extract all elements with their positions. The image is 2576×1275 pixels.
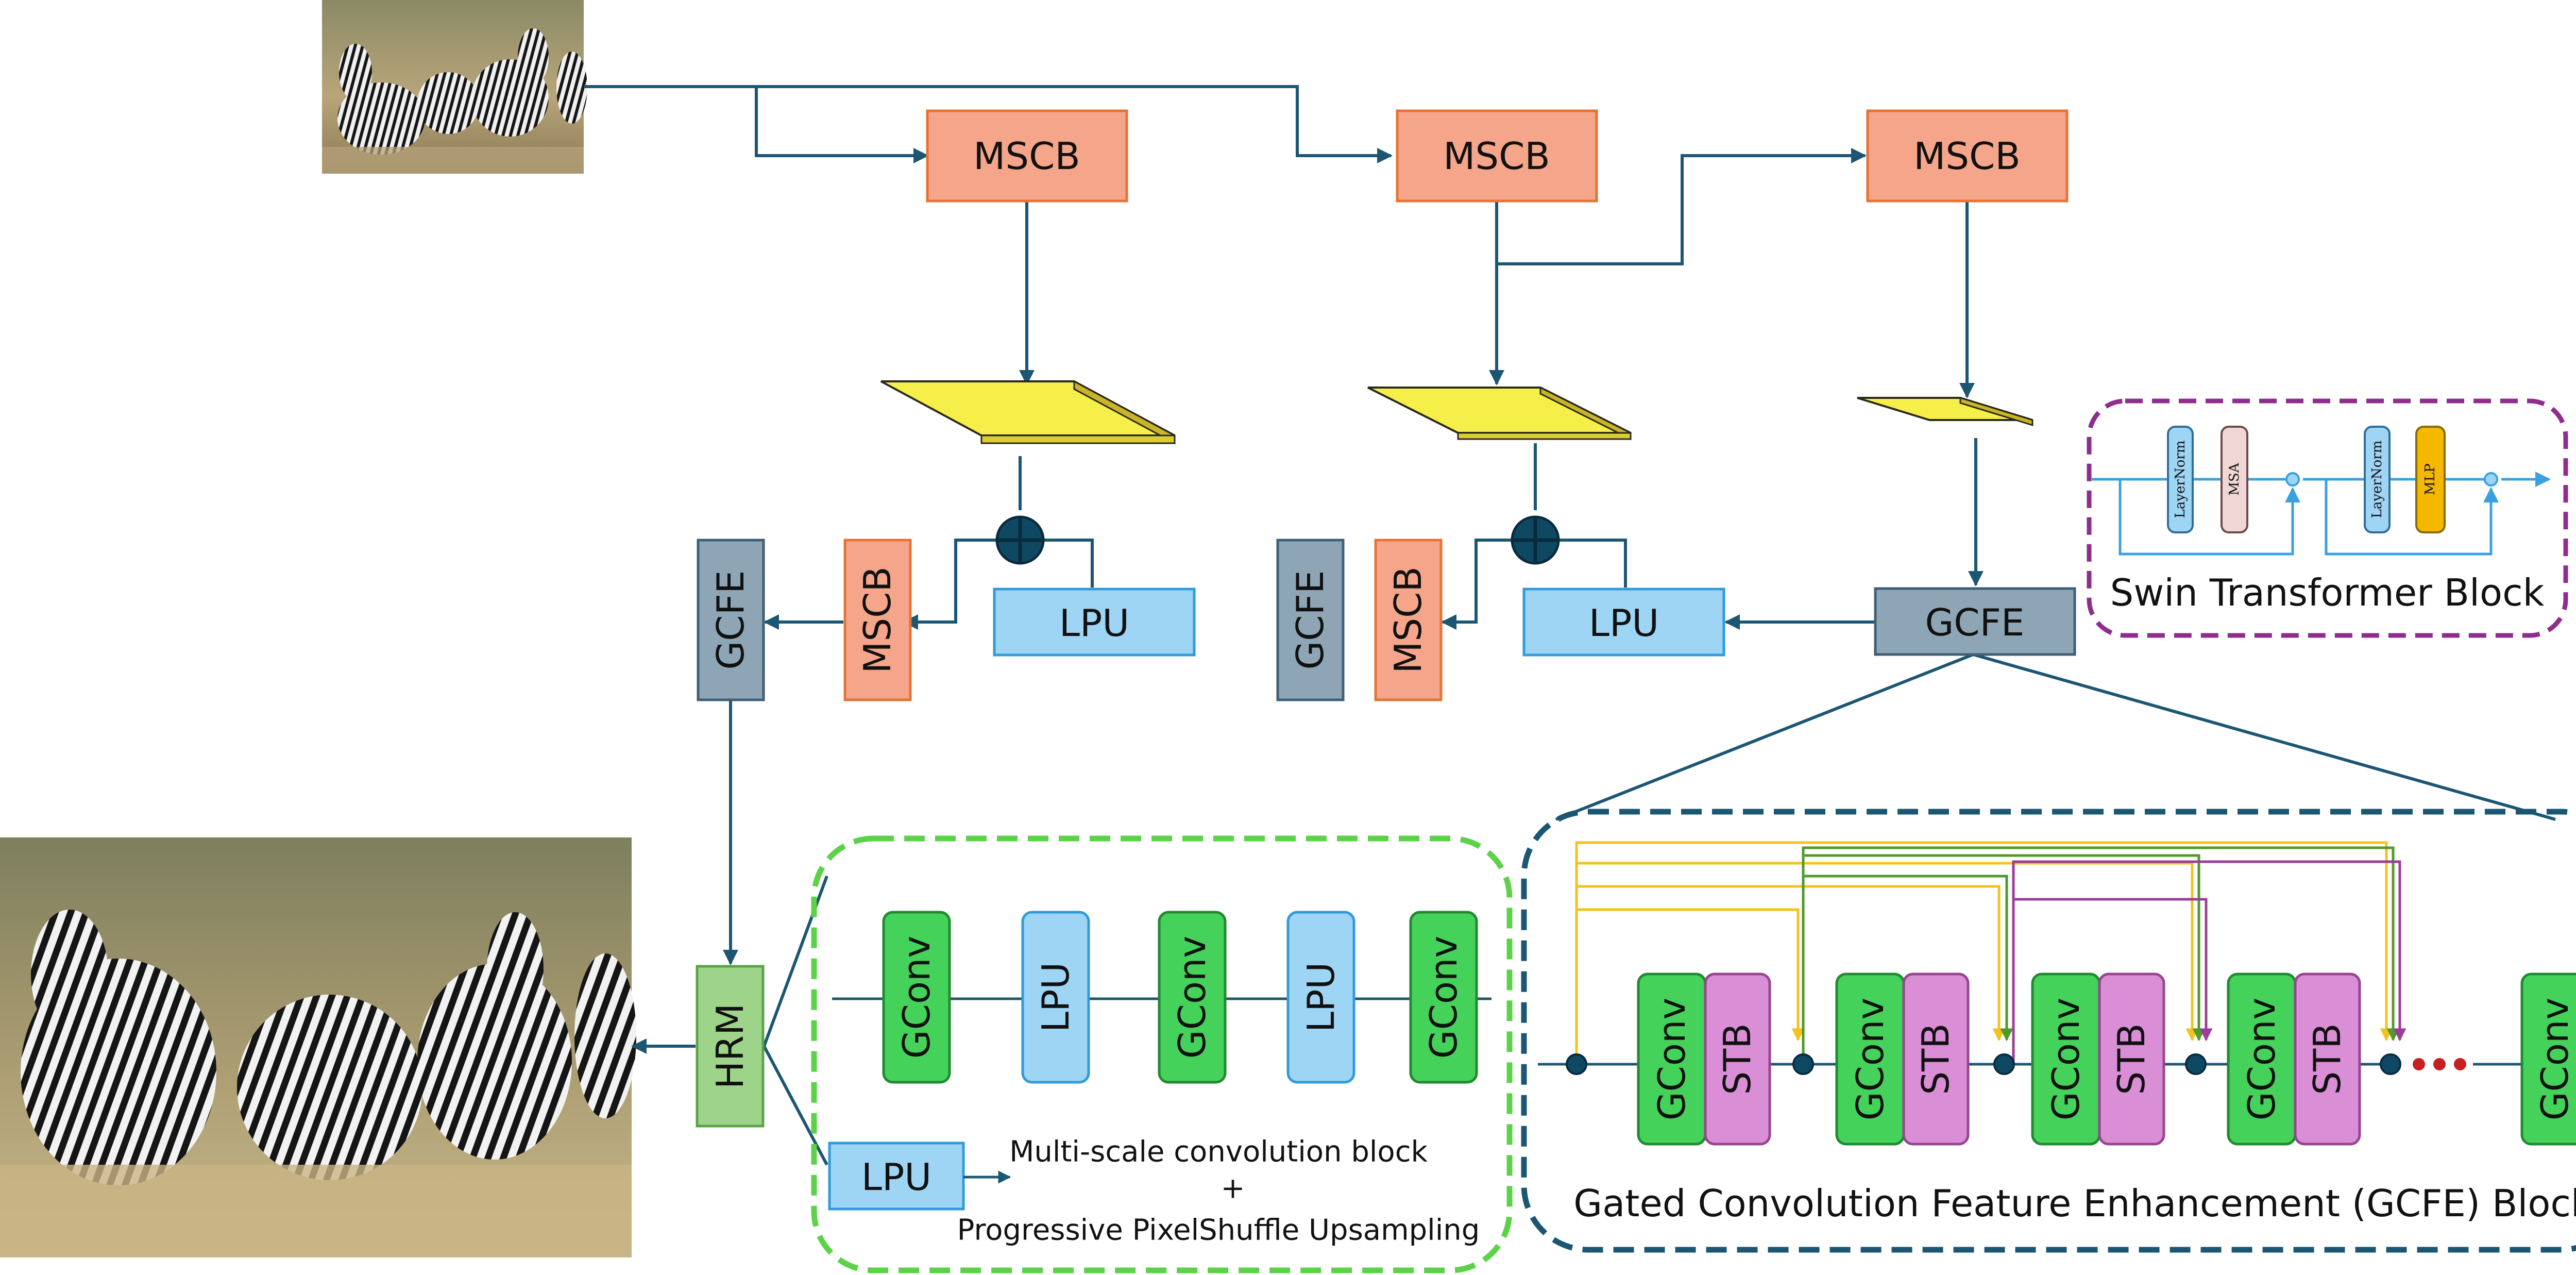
svg-text:HRM: HRM bbox=[708, 1003, 752, 1089]
legend-gconv-1: GConv bbox=[882, 911, 951, 1084]
svg-text:MSCB: MSCB bbox=[1443, 135, 1550, 178]
svg-text:GConv: GConv bbox=[1422, 936, 1465, 1059]
add-node-2 bbox=[1511, 515, 1560, 565]
svg-text:MSA: MSA bbox=[2227, 462, 2242, 495]
svg-text:GCFE: GCFE bbox=[1289, 571, 1332, 670]
swin-block-caption: Swin Transformer Block bbox=[2110, 571, 2545, 614]
decoder-mscb-2: MSCB bbox=[1374, 539, 1443, 701]
decoder-gcfe-main: GCFE bbox=[1874, 587, 2076, 656]
svg-text:STB: STB bbox=[1716, 1023, 1759, 1095]
legend-note-plus: + bbox=[1221, 1172, 1245, 1205]
decoder-lpu-2: LPU bbox=[1522, 588, 1725, 657]
svg-text:GCFE: GCFE bbox=[1925, 601, 2025, 644]
svg-text:MLP: MLP bbox=[2422, 463, 2438, 495]
svg-text:LPU: LPU bbox=[1299, 962, 1343, 1032]
hrm-block: HRM bbox=[696, 965, 765, 1128]
svg-text:GConv: GConv bbox=[1171, 936, 1214, 1059]
swin-layernorm-2: LayerNorm bbox=[2364, 426, 2391, 533]
gcfe-stb-2: STB bbox=[1902, 972, 1970, 1146]
gcfe-ellipsis-dots bbox=[2413, 1058, 2466, 1070]
legend-note-line2: Progressive PixelShuffle Upsampling bbox=[957, 1214, 1480, 1247]
gcfe-block-caption: Gated Convolution Feature Enhancement (G… bbox=[1573, 1182, 2576, 1225]
output-image bbox=[0, 837, 636, 1257]
feature-map-3 bbox=[1857, 396, 2033, 427]
legend-note-line1: Multi-scale convolution block bbox=[1009, 1135, 1428, 1169]
decoder-gcfe-1: GCFE bbox=[697, 539, 765, 701]
gcfe-gconv-final: GConv bbox=[2520, 972, 2576, 1146]
gcfe-gconv-2: GConv bbox=[1835, 972, 1905, 1146]
svg-text:LPU: LPU bbox=[861, 1155, 931, 1199]
svg-text:LPU: LPU bbox=[1059, 601, 1129, 645]
svg-text:MSCB: MSCB bbox=[1913, 135, 2021, 178]
decoder-gcfe-2: GCFE bbox=[1276, 539, 1345, 701]
gcfe-gconv-3: GConv bbox=[2031, 972, 2101, 1146]
legend-lpu-key: LPU bbox=[828, 1142, 965, 1211]
svg-text:MSCB: MSCB bbox=[856, 566, 899, 674]
svg-text:MSCB: MSCB bbox=[973, 135, 1080, 178]
swin-transformer-block: LayerNorm MSA LayerNorm MLP Swin Transfo… bbox=[2087, 398, 2568, 638]
gcfe-detail-block: GConv STB GConv STB GConv STB GConv STB bbox=[1521, 809, 2576, 1253]
svg-text:GConv: GConv bbox=[895, 936, 938, 1059]
svg-text:GCFE: GCFE bbox=[709, 571, 752, 670]
encoder-mscb-2: MSCB bbox=[1396, 109, 1598, 203]
svg-text:LayerNorm: LayerNorm bbox=[2369, 441, 2385, 518]
input-image bbox=[322, 0, 587, 174]
decoder-mscb-1: MSCB bbox=[843, 539, 912, 701]
svg-text:STB: STB bbox=[2110, 1023, 2153, 1095]
legend-gconv-2: GConv bbox=[1158, 911, 1227, 1084]
svg-text:STB: STB bbox=[2306, 1023, 2349, 1095]
svg-text:GConv: GConv bbox=[2533, 998, 2576, 1120]
legend-lpu-2: LPU bbox=[1286, 911, 1355, 1084]
swin-msa: MSA bbox=[2221, 426, 2248, 533]
svg-text:GConv: GConv bbox=[2044, 998, 2088, 1120]
swin-mlp: MLP bbox=[2415, 426, 2446, 533]
encoder-mscb-1: MSCB bbox=[926, 109, 1128, 203]
feature-map-1 bbox=[880, 380, 1176, 445]
encoder-mscb-3: MSCB bbox=[1866, 109, 2069, 203]
svg-text:GConv: GConv bbox=[1650, 998, 1693, 1120]
feature-map-2 bbox=[1367, 386, 1632, 441]
gcfe-gconv-4: GConv bbox=[2227, 972, 2297, 1146]
swin-layernorm-1: LayerNorm bbox=[2167, 426, 2194, 533]
svg-text:GConv: GConv bbox=[1849, 998, 1892, 1120]
add-node-1 bbox=[995, 515, 1045, 565]
decoder-lpu-1: LPU bbox=[993, 588, 1196, 657]
gcfe-stb-3: STB bbox=[2098, 972, 2165, 1146]
legend-gconv-3: GConv bbox=[1409, 911, 1478, 1084]
svg-text:LayerNorm: LayerNorm bbox=[2173, 441, 2188, 518]
svg-text:LPU: LPU bbox=[1589, 601, 1659, 645]
svg-text:MSCB: MSCB bbox=[1386, 566, 1430, 674]
svg-text:GConv: GConv bbox=[2240, 998, 2283, 1120]
gcfe-stb-4: STB bbox=[2294, 972, 2361, 1146]
svg-text:LPU: LPU bbox=[1034, 962, 1077, 1032]
svg-text:STB: STB bbox=[1914, 1023, 1957, 1095]
legend-lpu-1: LPU bbox=[1021, 911, 1090, 1084]
gcfe-gconv-1: GConv bbox=[1637, 972, 1707, 1146]
gcfe-stb-1: STB bbox=[1704, 972, 1771, 1146]
legend-block: GConv LPU GConv LPU GConv LPU Multi-scal… bbox=[811, 835, 1513, 1273]
